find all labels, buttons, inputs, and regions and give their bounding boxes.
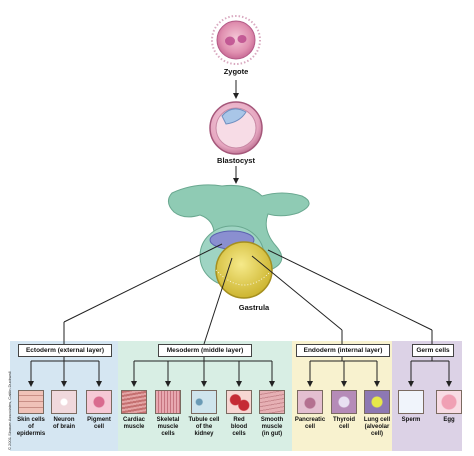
lung-cell-label: Lung cell (alveolar cell) [363,417,391,437]
egg-label: Egg [443,417,455,423]
copyright-note: © 2001 Sinauer Associates, Caitlin Duckw… [1,300,13,450]
lung-cell-image [364,390,390,414]
pigment-cell-image [86,390,112,414]
cardiac-muscle-label: Cardiac muscle [122,417,145,430]
blastocyst-label: Blastocyst [217,156,255,165]
ectoderm-branch [28,355,102,387]
neuron-image [51,390,77,414]
red-blood-cells-label: Red blood cells [230,417,248,437]
smooth-muscle-image [259,390,285,414]
copyright-text: © 2001 Sinauer Associates, Caitlin Duckw… [7,371,12,450]
blastocyst-illustration [209,101,263,155]
thyroid-cell-image [331,390,357,414]
egg-image [436,390,462,414]
zygote-label: Zygote [223,67,249,76]
pancreatic-cell-image [297,390,323,414]
germ-header: Germ cells [412,344,454,357]
mesoderm-header: Mesoderm (middle layer) [158,344,252,357]
skin-cells-label: Skin cells of epidermis [16,417,46,437]
skeletal-muscle-label: Skeletal muscle cells [156,417,180,437]
layer-connector-lines [63,243,433,345]
sperm-image [398,390,424,414]
red-blood-cells-image [226,390,252,414]
cardiac-muscle-image [121,390,147,414]
skin-cell-image [18,390,44,414]
germ-branch [408,355,452,387]
gastrula-illustration [168,184,310,299]
pancreatic-cell-label: Pancreatic cell [294,417,326,430]
pigment-cell-label: Pigment cell [87,417,111,430]
smooth-muscle-label: Smooth muscle (in gut) [260,417,284,437]
skeletal-muscle-image [155,390,181,414]
thyroid-cell-label: Thyroid cell [333,417,355,430]
ectoderm-header: Ectoderm (external layer) [18,344,112,357]
kidney-tubule-image [191,390,217,414]
kidney-tubule-label: Tubule cell of the kidney [188,417,220,437]
sperm-label: Sperm [401,417,421,423]
endoderm-branch [307,355,380,387]
mesoderm-branch [131,355,275,387]
zygote-illustration [211,15,261,65]
neuron-label: Neuron of brain [53,417,75,430]
endoderm-header: Endoderm (internal layer) [296,344,390,357]
gastrula-label: Gastrula [238,303,270,312]
